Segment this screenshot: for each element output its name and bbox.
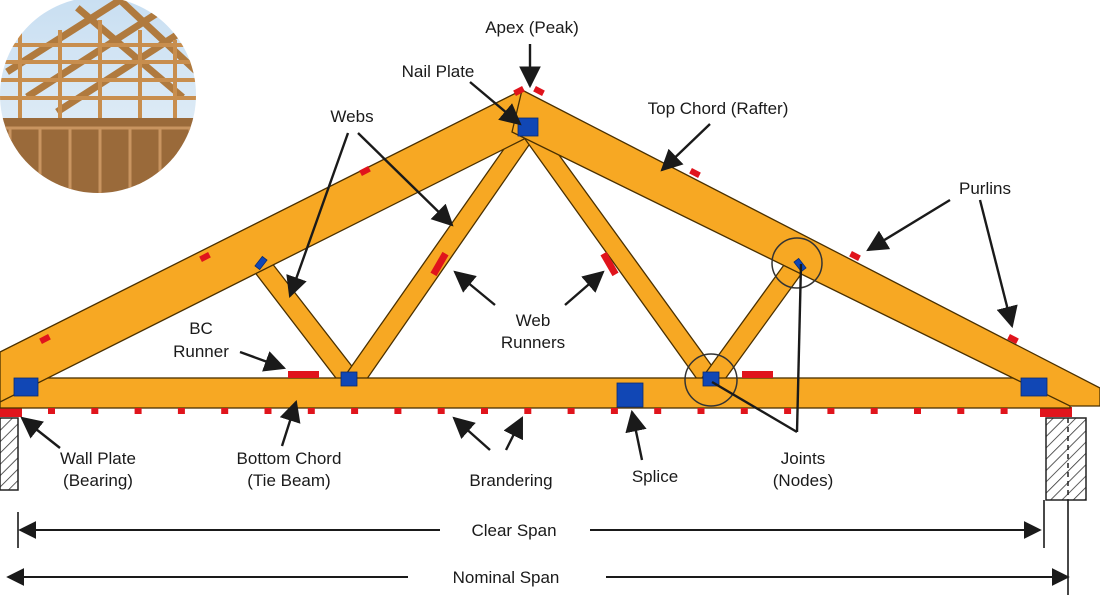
web-runner-right	[600, 251, 619, 277]
web-runners-label-line1: Web	[516, 311, 551, 330]
brandering-tick	[784, 408, 792, 414]
brandering-tick	[740, 408, 748, 414]
brandering-tick	[827, 408, 835, 414]
web-runners-label-line2: Runners	[501, 333, 565, 352]
brandering-arrow-2	[503, 416, 524, 451]
brandering-tick	[394, 408, 402, 414]
clear-span-label: Clear Span	[471, 521, 556, 540]
brandering-tick	[870, 408, 878, 414]
joint-circle-top	[771, 237, 823, 289]
brandering-tick	[221, 408, 229, 414]
top-chord-right	[511, 89, 1100, 407]
brandering-ticks	[48, 408, 1008, 414]
bc-runner-right	[742, 371, 773, 378]
brandering-tick	[567, 408, 575, 414]
joint-circle-bottom	[684, 353, 738, 407]
purlins-arrow-1	[866, 198, 951, 252]
left-wall-support	[0, 417, 19, 491]
webs-arrow-1	[286, 132, 350, 299]
brandering-tick	[264, 408, 272, 414]
brandering-tick	[307, 408, 315, 414]
bottom-chord	[0, 377, 1071, 409]
brandering-tick	[481, 408, 488, 414]
brandering-tick	[351, 408, 359, 414]
brandering-tick	[437, 408, 445, 414]
top-chord-label: Top Chord (Rafter)	[648, 99, 789, 118]
brandering-tick	[957, 408, 965, 414]
bc-runner-left	[288, 371, 319, 378]
wall-plate-arrow	[20, 416, 61, 449]
nail-plate-arrow	[469, 81, 522, 126]
bottom-chord-arrow	[279, 399, 301, 447]
wall-plate-label-line2: (Bearing)	[63, 471, 133, 490]
brandering-tick	[91, 408, 99, 414]
purlins-label: Purlins	[959, 179, 1011, 198]
bottom-chord-label-line1: Bottom Chord	[237, 449, 342, 468]
web-runner-left	[430, 251, 449, 277]
top-chord-arrow	[660, 123, 711, 172]
brandering-tick	[610, 408, 618, 414]
purlin-markers	[39, 86, 1019, 344]
brandering-tick	[524, 408, 532, 414]
apex-label: Apex (Peak)	[485, 18, 579, 37]
bc-runner-label-line1: BC	[189, 319, 213, 338]
brandering-arrow-1	[452, 416, 491, 451]
brandering-tick	[48, 408, 55, 414]
right-wall-support	[1045, 417, 1087, 501]
nail-plates	[13, 117, 1048, 408]
nominal-span-label: Nominal Span	[453, 568, 560, 587]
brandering-tick	[914, 408, 921, 414]
brandering-tick	[654, 408, 662, 414]
wall-plate-label-line1: Wall Plate	[60, 449, 136, 468]
webs-label: Webs	[330, 107, 373, 126]
bc-runner-arrow	[239, 350, 287, 372]
joints-leader-top	[795, 263, 803, 433]
brandering-tick	[134, 408, 142, 414]
splice-label: Splice	[632, 467, 678, 486]
brandering-label: Brandering	[469, 471, 552, 490]
wall-plate-left	[0, 407, 22, 417]
splice-arrow	[625, 409, 647, 461]
truss-webs	[248, 125, 808, 387]
bottom-chord-label-line2: (Tie Beam)	[247, 471, 330, 490]
web-runners-arrow-2	[564, 270, 605, 306]
brandering-tick	[177, 408, 185, 414]
joints-label-line1: Joints	[781, 449, 825, 468]
joints-label-line2: (Nodes)	[773, 471, 833, 490]
purlins-arrow-2	[978, 199, 1018, 329]
brandering-tick	[1000, 408, 1008, 414]
roof-truss-photo	[0, 0, 196, 193]
webs-arrow-2	[357, 132, 454, 227]
joints-leader-bottom	[711, 380, 798, 434]
brandering-tick	[697, 408, 705, 414]
wall-plate-right	[1040, 407, 1072, 417]
nail-plate-label: Nail Plate	[402, 62, 475, 81]
bc-runner-label-line2: Runner	[173, 342, 229, 361]
web-runners-arrow-1	[453, 270, 496, 306]
